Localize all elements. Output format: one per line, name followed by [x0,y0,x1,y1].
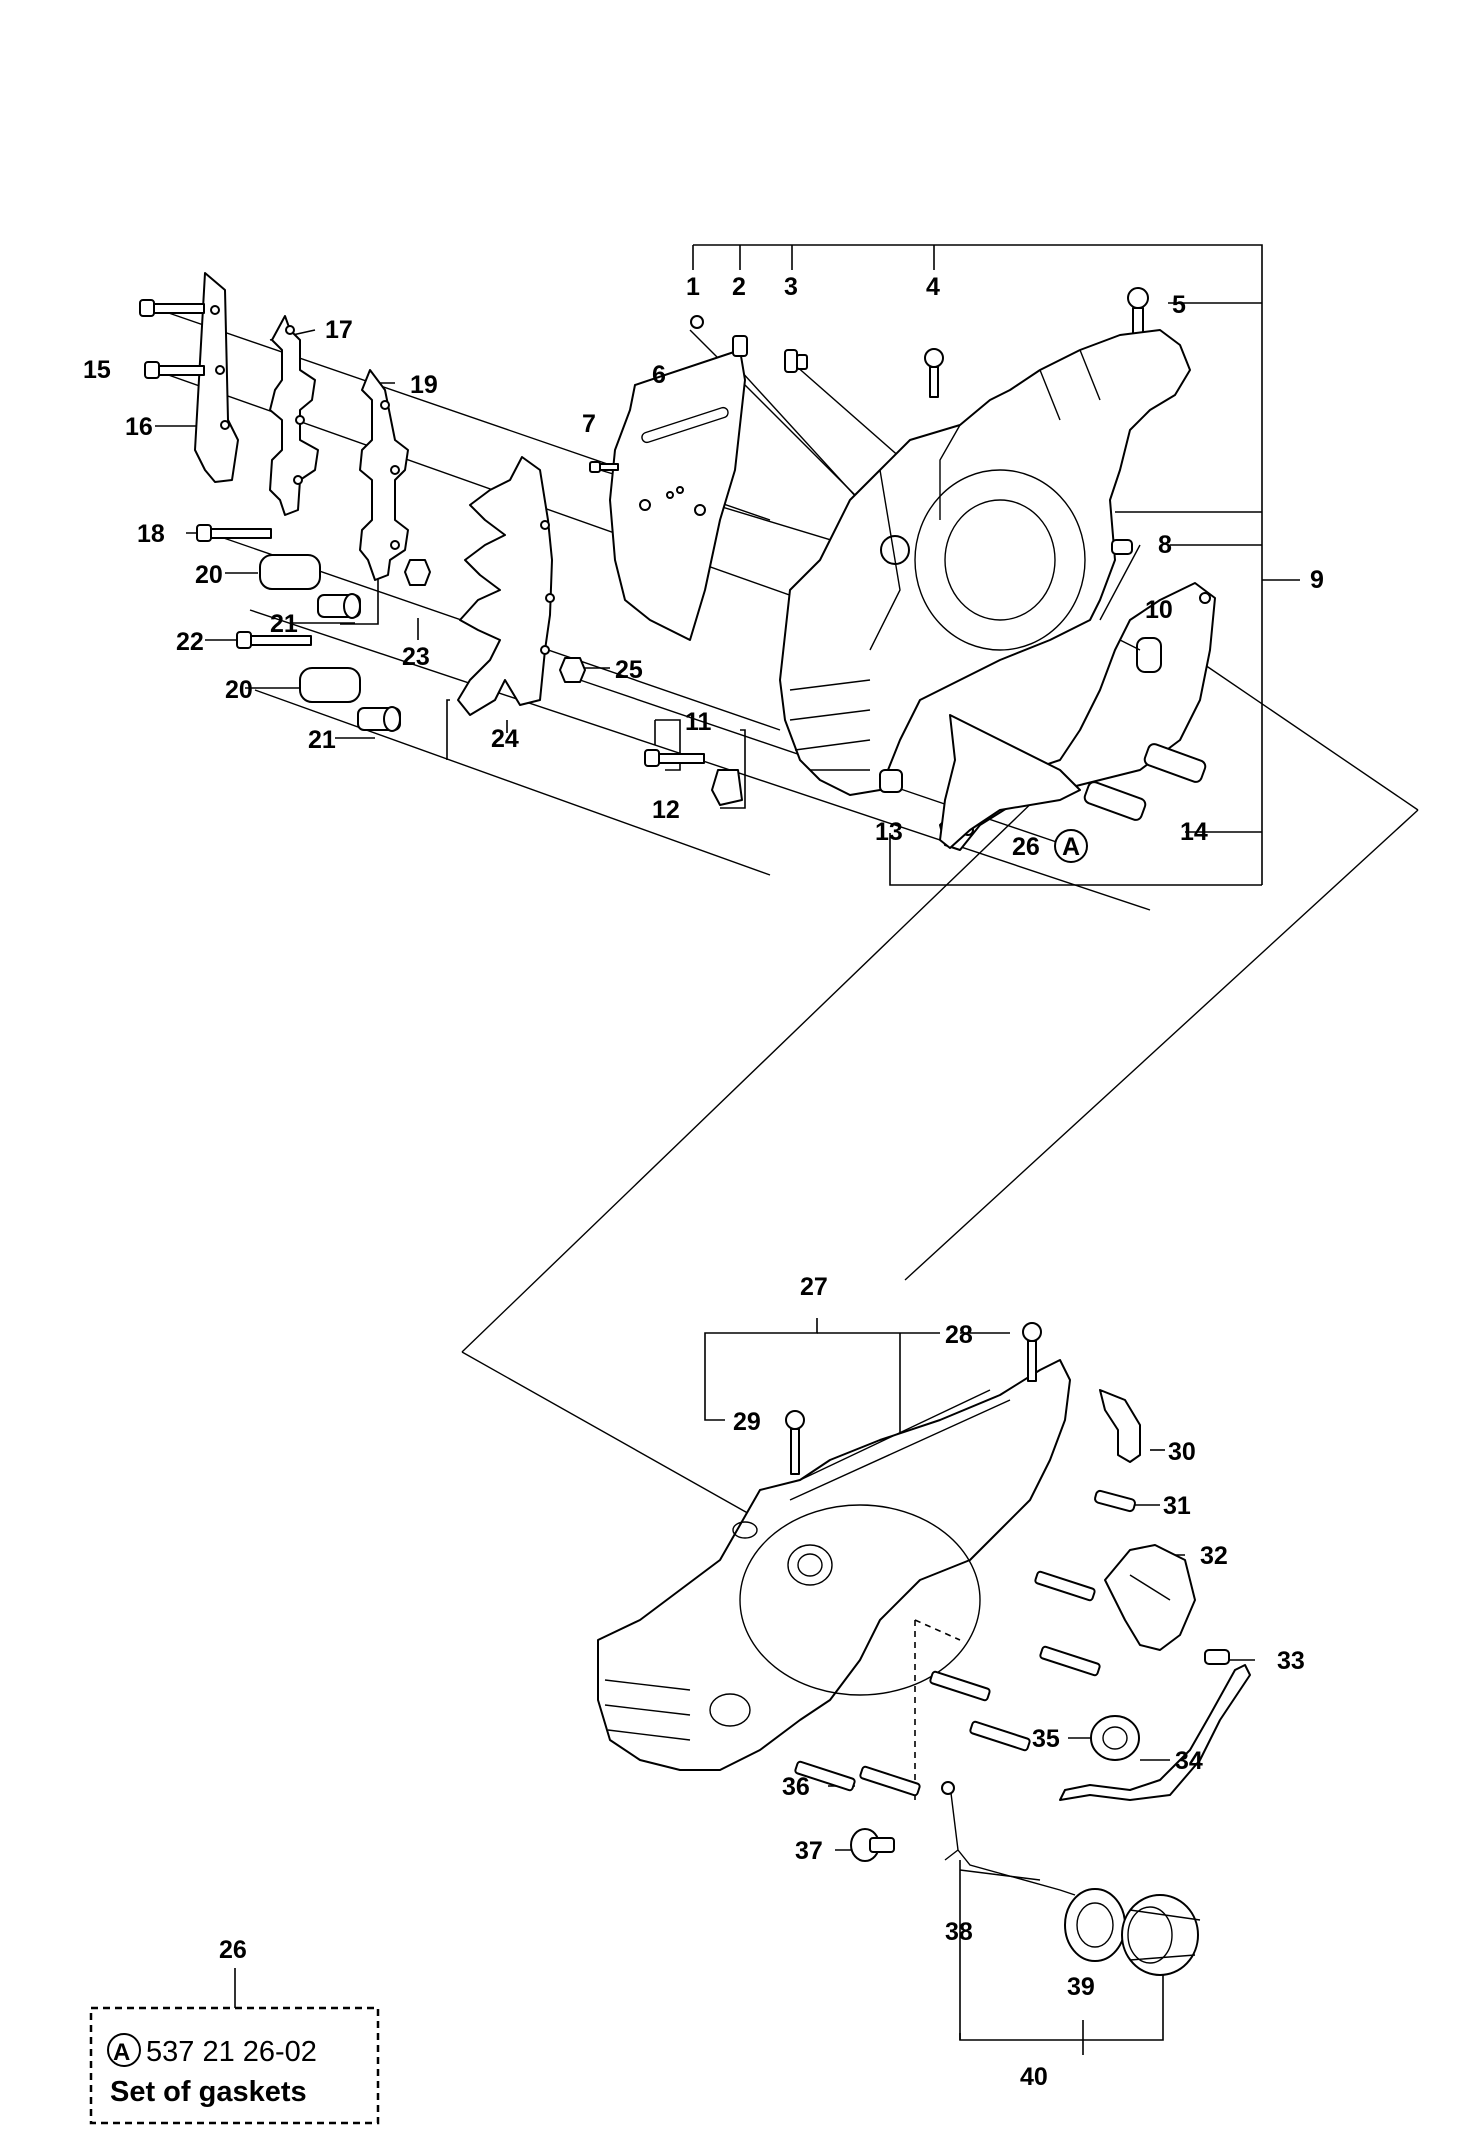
callout-32: 32 [1200,1542,1228,1570]
callout-25: 25 [615,656,643,684]
seal-39 [1064,1888,1126,1962]
note-description: Set of gaskets [110,2076,307,2108]
nut-23 [404,559,431,586]
pin-21-bottom [357,706,401,732]
callout-2: 2 [732,273,746,301]
note-box [89,2006,380,2125]
plate-16 [194,272,239,483]
hose-38 [941,1781,1076,1896]
callout-24: 24 [491,725,519,753]
bolt-18 [196,524,272,542]
stud-2 [732,335,748,357]
callout-9: 9 [1310,566,1324,594]
callout-21-top: 21 [270,610,298,638]
callout-6: 6 [652,361,666,389]
screw-29 [785,1410,805,1475]
callout-30: 30 [1168,1438,1196,1466]
callout-7: 7 [582,410,596,438]
callout-5: 5 [1172,291,1186,319]
screw-33 [1204,1649,1230,1665]
callout-10: 10 [1145,596,1173,624]
screw-4 [924,348,944,398]
spacer-20-top [259,554,321,590]
bolts-36 [794,1570,1101,1797]
callout-12: 12 [652,796,680,824]
note-part-number: 537 21 26-02 [146,2036,317,2068]
callout-8: 8 [1158,531,1172,559]
clip-12 [711,769,743,806]
spacer-20-bottom [299,667,361,703]
screw-31 [1094,1489,1136,1513]
callout-38: 38 [945,1918,973,1946]
note-marker: A [113,2039,130,2066]
assembly-connector-lines [461,659,1419,1521]
seal-35 [1090,1715,1140,1761]
bolt-10 [1119,637,1162,673]
plug-37 [850,1828,895,1862]
callout-34: 34 [1175,1747,1203,1775]
callout-18: 18 [137,520,165,548]
callout-11: 11 [685,708,712,736]
callout-23: 23 [402,643,430,671]
plate-19 [359,369,409,581]
callout-13: 13 [875,818,903,846]
bolt-14-lower [1083,781,1147,821]
callout-21-bottom: 21 [308,726,336,754]
callout-20-bottom: 20 [225,676,253,704]
callout-37: 37 [795,1837,823,1865]
plate-17 [269,315,319,516]
callout-20-top: 20 [195,561,223,589]
oil-tube-34 [1059,1664,1251,1801]
callout-27: 27 [800,1273,828,1301]
callout-39: 39 [1067,1973,1095,2001]
callout-1: 1 [686,273,700,301]
callout-19: 19 [410,371,438,399]
callout-29: 29 [733,1408,761,1436]
bolt-11 [644,749,705,767]
callout-40: 40 [1020,2063,1048,2091]
callout-22: 22 [176,628,204,656]
callout-35: 35 [1032,1725,1060,1753]
lower-bracket-lines [704,1318,1255,2055]
guard-32 [1104,1544,1196,1651]
crankcase-upper [779,329,1191,796]
screw-8 [1111,539,1133,555]
note-marker-circle [107,2033,141,2067]
callout-4: 4 [926,273,940,301]
bolt-15 [144,361,205,379]
callout-17: 17 [325,316,353,344]
gasket-set-note: 26 A 537 21 26-02 Set of gaskets [89,1936,380,2125]
bolt-22 [236,631,312,649]
screw-7 [589,461,619,473]
bolt-14-upper [1143,743,1207,783]
callout-33: 33 [1277,1647,1305,1675]
bolt-15-top [139,299,205,317]
bracket-30 [1099,1389,1141,1463]
callout-31: 31 [1163,1492,1191,1520]
pin-21-top [317,593,361,619]
cap-40 [1121,1894,1201,1976]
callout-26: 26 [1012,833,1040,861]
gasket-26-lower [939,714,1081,849]
callout-14: 14 [1180,818,1208,846]
callout-16: 16 [125,413,153,441]
crankcase-lower [597,1359,1071,1771]
callout-28: 28 [945,1321,973,1349]
nut-1 [690,315,704,329]
plate-24 [457,456,555,716]
note-item-number: 26 [219,1936,247,1964]
callout-labels: 1 2 3 4 5 6 7 8 9 10 11 12 13 14 15 16 1… [83,273,1324,2091]
gasket-set-marker-a [1054,829,1088,863]
callout-36: 36 [782,1773,810,1801]
cover-6 [609,349,746,641]
upper-bracket-lines [692,244,1300,886]
stud-13 [879,769,903,793]
screw-28 [1022,1322,1042,1382]
nut-25 [559,657,586,683]
stud-3 [784,349,808,373]
callout-15: 15 [83,356,111,384]
callout-26-marker: A [1062,833,1080,861]
callout-3: 3 [784,273,798,301]
